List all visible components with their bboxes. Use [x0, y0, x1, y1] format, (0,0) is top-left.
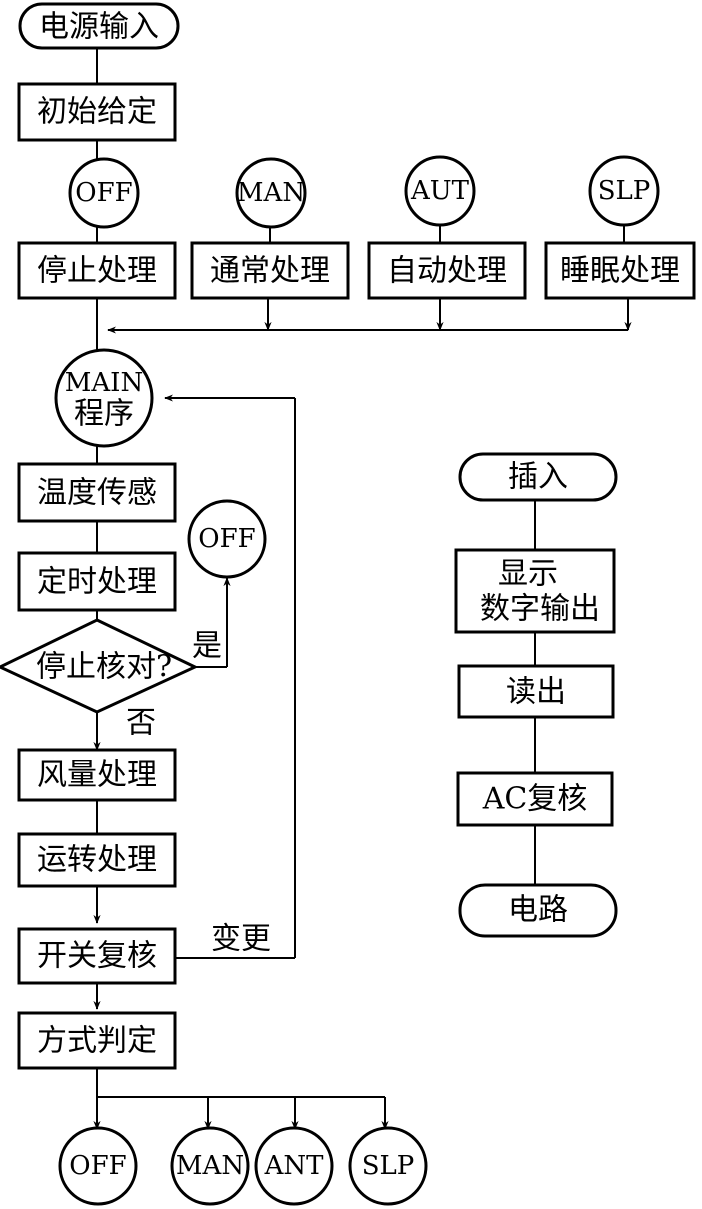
node-off-right-label: OFF	[198, 524, 255, 554]
node-fan-process-label: 风量处理	[37, 758, 157, 793]
node-normal-process-label: 通常处理	[210, 254, 330, 289]
node-main-program: MAIN 程序	[54, 348, 154, 448]
node-initial-setting: 初始给定	[17, 82, 177, 142]
node-main-line1: MAIN	[65, 368, 143, 398]
node-mode-decision-label: 方式判定	[37, 1024, 157, 1059]
node-slp-top: SLP	[588, 155, 660, 227]
node-switch-recheck: 开关复核	[17, 927, 177, 985]
node-temp-sensing-label: 温度传感	[37, 476, 157, 511]
node-circuit: 电路	[458, 883, 618, 938]
node-stop-process-label: 停止处理	[37, 254, 157, 289]
node-normal-process: 通常处理	[190, 241, 350, 300]
node-off-top-label: OFF	[75, 178, 132, 208]
node-stop-check-label: 停止核对?	[36, 650, 172, 685]
node-interrupt-label: 插入	[508, 460, 568, 495]
node-power-input-label: 电源输入	[39, 10, 159, 45]
label-change: 变更	[211, 922, 271, 957]
connectors	[93, 48, 632, 1130]
node-circuit-label: 电路	[508, 893, 568, 928]
node-off-bottom-label: OFF	[69, 1151, 126, 1181]
node-sleep-process-label: 睡眠处理	[560, 254, 680, 289]
node-man-bottom: MAN	[170, 1126, 250, 1206]
node-power-input: 电源输入	[18, 2, 180, 50]
node-initial-setting-label: 初始给定	[37, 95, 157, 130]
node-display-line2: 数字输出	[480, 592, 600, 627]
node-auto-process-label: 自动处理	[387, 254, 507, 289]
node-off-bottom: OFF	[58, 1126, 138, 1206]
node-ac-recheck-label: AC复核	[482, 782, 588, 817]
node-slp-top-label: SLP	[598, 176, 651, 206]
node-main-line2: 程序	[74, 397, 134, 432]
node-interrupt: 插入	[458, 452, 618, 502]
node-run-process: 运转处理	[17, 832, 177, 888]
node-slp-bottom-label: SLP	[362, 1151, 415, 1181]
node-run-process-label: 运转处理	[37, 843, 157, 878]
node-read-out: 读出	[457, 664, 615, 719]
node-read-out-label: 读出	[506, 675, 566, 710]
node-man-top-label: MAN	[237, 178, 305, 208]
node-man-top: MAN	[235, 157, 307, 229]
node-ant-bottom: ANT	[254, 1126, 334, 1206]
node-display-output: 显示 数字输出	[454, 548, 616, 634]
node-slp-bottom: SLP	[348, 1126, 428, 1206]
node-off-right: OFF	[187, 499, 267, 579]
node-man-bottom-label: MAN	[176, 1151, 244, 1181]
node-aut-top: AUT	[404, 155, 476, 227]
node-auto-process: 自动处理	[367, 241, 527, 300]
node-sleep-process: 睡眠处理	[544, 241, 696, 300]
node-ant-bottom-label: ANT	[264, 1151, 325, 1181]
node-timer-process-label: 定时处理	[37, 565, 157, 600]
node-ac-recheck: AC复核	[456, 771, 614, 827]
node-temp-sensing: 温度传感	[17, 462, 177, 523]
node-mode-decision: 方式判定	[17, 1011, 177, 1070]
label-no: 否	[126, 706, 156, 741]
node-stop-check: 停止核对?	[0, 618, 199, 714]
node-aut-top-label: AUT	[410, 176, 470, 206]
label-yes: 是	[192, 629, 222, 664]
node-stop-process: 停止处理	[17, 241, 177, 300]
node-off-top: OFF	[68, 157, 140, 229]
node-timer-process: 定时处理	[17, 551, 177, 612]
node-switch-recheck-label: 开关复核	[37, 939, 157, 974]
node-fan-process: 风量处理	[17, 748, 177, 802]
node-display-line1: 显示	[498, 557, 558, 592]
